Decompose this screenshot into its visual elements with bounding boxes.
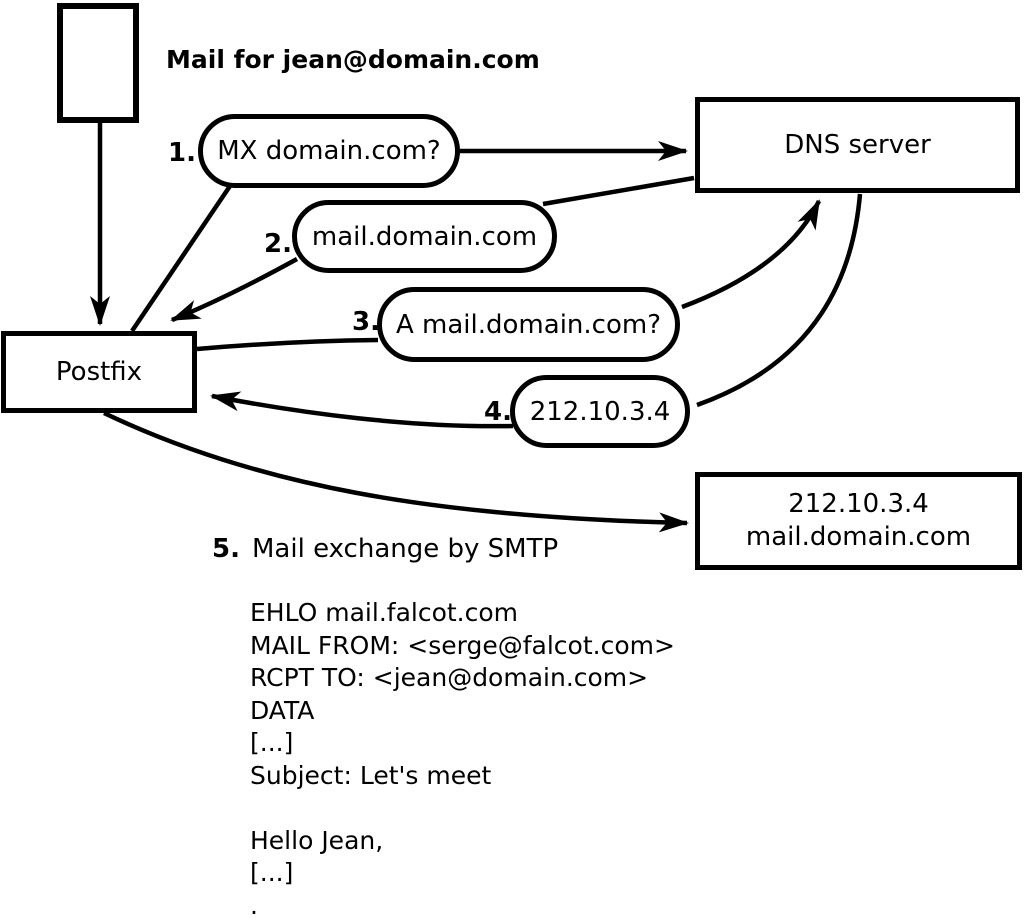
- query-a-pill: A mail.domain.com?: [377, 287, 680, 362]
- link-dns-to-pill4: [697, 194, 860, 405]
- postfix-node: Postfix: [1, 331, 197, 413]
- postfix-label: Postfix: [56, 357, 142, 387]
- smtp-line: [250, 792, 675, 825]
- answer-a-pill: 212.10.3.4: [510, 375, 690, 448]
- link-postfix-to-pill3: [197, 340, 378, 349]
- query-mx-pill: MX domain.com?: [198, 114, 460, 188]
- smtp-line: [...]: [250, 727, 675, 760]
- query-a-label: A mail.domain.com?: [396, 310, 661, 340]
- step-2-number: 2.: [248, 229, 292, 259]
- smtp-line: EHLO mail.falcot.com: [250, 597, 675, 630]
- smtp-line: .: [250, 890, 675, 922]
- step-3-number: 3.: [336, 307, 380, 337]
- step-4-number: 4.: [468, 397, 512, 427]
- smtp-session-text: EHLO mail.falcot.com MAIL FROM: <serge@f…: [250, 597, 675, 922]
- smtp-line: [...]: [250, 857, 675, 890]
- dns-server-label: DNS server: [784, 130, 931, 160]
- step-5-number: 5.: [196, 534, 240, 564]
- mail-server-ip: 212.10.3.4: [788, 488, 929, 521]
- smtp-line: DATA: [250, 695, 675, 728]
- link-dns-to-pill2: [543, 178, 694, 204]
- smtp-line: Subject: Let's meet: [250, 760, 675, 793]
- mail-server-hostname: mail.domain.com: [746, 521, 971, 554]
- smtp-line: RCPT TO: <jean@domain.com>: [250, 662, 675, 695]
- step-5-label: Mail exchange by SMTP: [252, 534, 558, 564]
- answer-mx-label: mail.domain.com: [312, 222, 537, 252]
- answer-mx-pill: mail.domain.com: [292, 200, 557, 273]
- smtp-line: Hello Jean,: [250, 825, 675, 858]
- arrow-pill3-to-dns: [682, 201, 819, 307]
- dns-server-node: DNS server: [695, 97, 1020, 193]
- step-1-number: 1.: [152, 138, 196, 168]
- link-pill1-to-postfix: [132, 186, 230, 331]
- arrow-pill2-to-postfix: [172, 259, 297, 320]
- mail-message-box: [57, 3, 139, 123]
- query-mx-label: MX domain.com?: [217, 136, 440, 166]
- mail-server-node: 212.10.3.4 mail.domain.com: [695, 472, 1022, 570]
- answer-a-label: 212.10.3.4: [530, 397, 671, 427]
- mail-note: Mail for jean@domain.com: [166, 45, 540, 74]
- smtp-line: MAIL FROM: <serge@falcot.com>: [250, 630, 675, 663]
